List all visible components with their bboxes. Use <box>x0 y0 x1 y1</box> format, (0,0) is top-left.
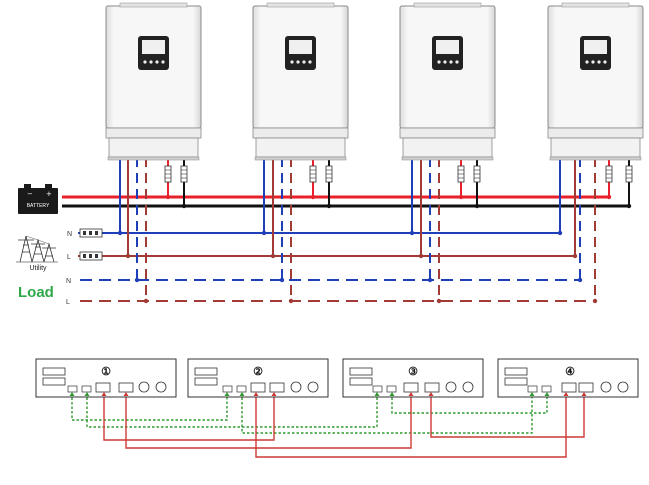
power-tower-icon <box>16 235 58 263</box>
fuse-icon <box>625 165 633 183</box>
battery-icon: − + BATTERY <box>18 184 58 214</box>
lcd-display <box>138 36 169 70</box>
fuse-icon <box>473 165 481 183</box>
fuse-icon <box>325 165 333 183</box>
parallel-cables <box>71 393 585 458</box>
breaker-icon <box>79 251 103 261</box>
load-line-label: L <box>66 299 70 306</box>
utility-line-label: L <box>67 254 71 261</box>
battery-label: BATTERY <box>27 203 50 209</box>
utility-label: Utility <box>29 265 47 272</box>
fuse-icon <box>164 165 172 183</box>
lcd-display <box>432 36 463 70</box>
inverter-3 <box>399 2 496 161</box>
load-label: Load <box>18 284 54 301</box>
junction-dots <box>117 194 632 304</box>
fuse-icon <box>457 165 465 183</box>
battery-fuses <box>164 165 633 183</box>
inverter-1 <box>105 2 202 161</box>
svg-text:−: − <box>27 190 33 198</box>
lcd-display <box>285 36 316 70</box>
unit-number: ③ <box>408 366 418 378</box>
parallel-board-3: ③ <box>342 358 484 398</box>
breaker-icon <box>79 228 103 238</box>
wiring <box>62 157 630 302</box>
lcd-display <box>580 36 611 70</box>
utility-neutral-label: N <box>67 231 72 238</box>
unit-number: ① <box>101 366 111 378</box>
fuse-icon <box>605 165 613 183</box>
inverter-4 <box>547 2 644 161</box>
parallel-board-4: ④ <box>497 358 639 398</box>
parallel-board-1: ① <box>35 358 177 398</box>
unit-number: ④ <box>565 366 575 378</box>
cable-arrows <box>69 392 587 396</box>
unit-number: ② <box>253 366 263 378</box>
load-neutral-label: N <box>66 278 71 285</box>
parallel-board-2: ② <box>187 358 329 398</box>
fuse-icon <box>309 165 317 183</box>
svg-text:+: + <box>46 190 52 198</box>
fuse-icon <box>180 165 188 183</box>
inverter-2 <box>252 2 349 161</box>
